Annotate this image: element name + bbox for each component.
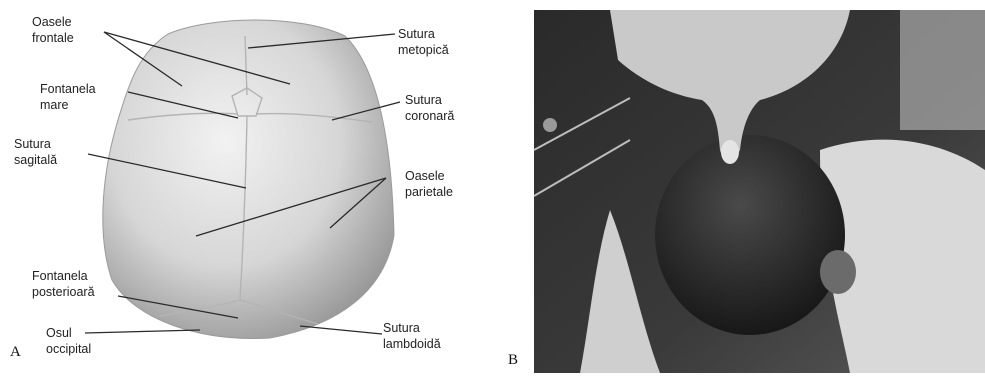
- label-line: Sutura: [405, 92, 454, 108]
- label-osul-occipital: Osul occipital: [46, 325, 91, 357]
- palpation-photo: [520, 0, 985, 373]
- label-line: Oasele: [405, 168, 453, 184]
- skull-diagram-panel: Oasele frontale Fontanela mare Sutura sa…: [0, 0, 520, 373]
- label-sutura-sagitala: Sutura sagitală: [14, 136, 57, 168]
- label-oasele-frontale: Oasele frontale: [32, 14, 74, 46]
- label-sutura-lambdoida: Sutura lambdoidă: [383, 320, 441, 352]
- label-line: metopică: [398, 42, 449, 58]
- label-line: mare: [40, 97, 96, 113]
- photo-panel: B: [520, 0, 985, 373]
- fingertip: [721, 140, 739, 164]
- label-line: coronară: [405, 108, 454, 124]
- label-line: frontale: [32, 30, 74, 46]
- label-line: Sutura: [383, 320, 441, 336]
- label-fontanela-mare: Fontanela mare: [40, 81, 96, 113]
- label-line: parietale: [405, 184, 453, 200]
- background-knob: [543, 118, 557, 132]
- leader-sutura-lambdoida: [300, 326, 382, 334]
- skull-shape: [103, 20, 394, 338]
- label-line: Fontanela: [32, 268, 95, 284]
- background-object: [900, 10, 985, 130]
- label-line: occipital: [46, 341, 91, 357]
- infant-ear: [820, 250, 856, 294]
- label-line: lambdoidă: [383, 336, 441, 352]
- leader-osul-occipital: [85, 330, 200, 333]
- label-line: Sutura: [14, 136, 57, 152]
- label-fontanela-posterioara: Fontanela posterioară: [32, 268, 95, 300]
- label-sutura-metopica: Sutura metopică: [398, 26, 449, 58]
- infant-head: [655, 135, 845, 335]
- panel-letter-a: A: [10, 344, 21, 361]
- label-line: sagitală: [14, 152, 57, 168]
- label-sutura-coronara: Sutura coronară: [405, 92, 454, 124]
- label-line: Osul: [46, 325, 91, 341]
- label-line: Sutura: [398, 26, 449, 42]
- label-oasele-parietale: Oasele parietale: [405, 168, 453, 200]
- label-line: Oasele: [32, 14, 74, 30]
- panel-letter-b: B: [508, 352, 518, 369]
- label-line: posterioară: [32, 284, 95, 300]
- label-line: Fontanela: [40, 81, 96, 97]
